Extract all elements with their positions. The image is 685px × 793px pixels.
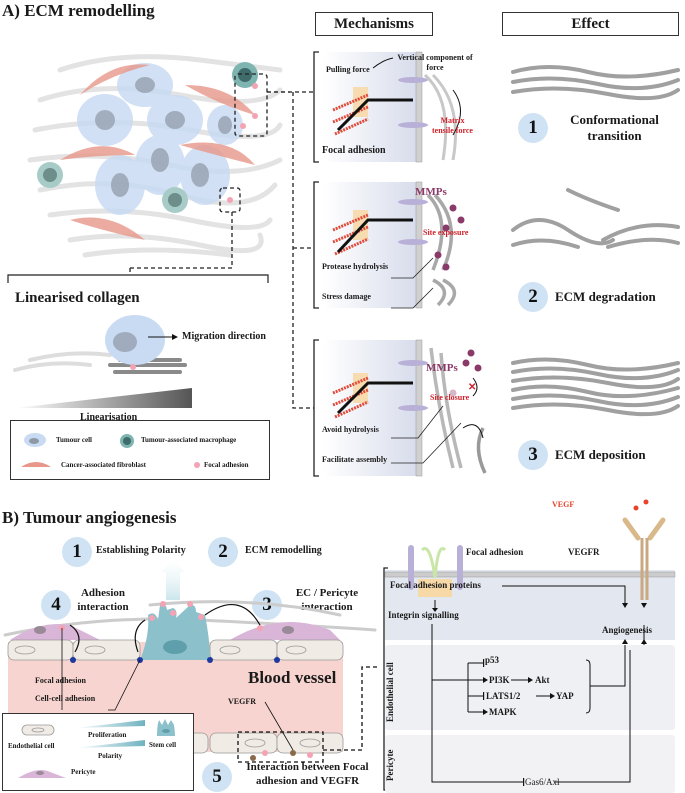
effect-label-1: Conformational transition — [570, 112, 659, 143]
migration-direction-label: Migration direction — [182, 331, 266, 342]
effect-badge-2: 2 — [518, 282, 548, 312]
panel-a-legend: Tumour cell Tumour-associated macrophage… — [10, 420, 270, 480]
legend-stem-cell: Stem cell — [149, 741, 177, 749]
pathway-vegfr-label: VEGFR — [568, 547, 600, 557]
legend-tumour-cell: Tumour cell — [56, 436, 92, 444]
endothelial-cell-region-label: Endothelial cell — [385, 662, 395, 723]
tumour-microenvironment-illustration — [27, 54, 290, 269]
linearised-collagen-illustration — [13, 315, 192, 408]
mmps-label-2: MMPs — [415, 186, 447, 198]
site-closure-label: Site closure — [430, 393, 470, 402]
gas6-axl-label: Gas6/Axl — [525, 777, 560, 787]
effect-header: Effect — [502, 12, 679, 36]
focal-adhesion-label: Focal adhesion — [322, 145, 386, 156]
step-badge-1: 1 — [62, 537, 92, 567]
legend-pericyte: Pericyte — [71, 768, 96, 776]
effect-label-2: ECM degradation — [555, 289, 656, 304]
facilitate-assembly-label: Facilitate assembly — [322, 455, 388, 464]
svg-text:✕: ✕ — [468, 382, 476, 393]
cancer-associated-fibroblast — [60, 64, 255, 240]
collagen-aligned-illustration — [511, 65, 680, 101]
linearisation-label: Linearisation — [80, 412, 138, 423]
site-exposure-label: Site exposure — [423, 228, 469, 237]
focal-adhesion-vessel-label: Focal adhesion — [35, 676, 86, 685]
step-badge-4: 4 — [41, 590, 71, 620]
collagen-deposited-illustration — [511, 357, 680, 417]
mechanism-1-illustration — [313, 51, 461, 163]
lats-label: LATS1/2 — [486, 691, 521, 701]
mechanism-3-illustration: ✕ — [313, 339, 487, 477]
blood-vessel-label: Blood vessel — [248, 668, 337, 687]
mechanisms-header: Mechanisms — [315, 12, 433, 36]
pi3k-label: PI3K — [489, 675, 510, 685]
step-badge-2: 2 — [208, 537, 238, 567]
cell-cell-adhesion-label: Cell-cell adhesion — [35, 694, 96, 703]
collagen-degraded-illustration — [511, 188, 680, 249]
step-label-2: ECM remodelling — [245, 545, 322, 556]
vertical-component-label: Vertical component of force — [397, 53, 473, 72]
integrin-signalling-label: Integrin signalling — [388, 610, 459, 620]
effect-badge-1: 1 — [518, 113, 548, 143]
mapk-label: MAPK — [489, 707, 517, 717]
fa-proteins-label: Focal adhesion proteins — [390, 580, 481, 590]
akt-label: Akt — [535, 675, 550, 685]
vegf-label: VEGF — [552, 500, 575, 509]
stress-damage-label: Stress damage — [322, 292, 371, 301]
legend-fibroblast: Cancer-associated fibroblast — [61, 461, 146, 469]
step-badge-5: 5 — [202, 762, 232, 792]
mechanism-2-illustration — [313, 181, 465, 309]
pericyte-region-label: Pericyte — [385, 749, 395, 781]
step-label-5: Interaction between Focal adhesion and V… — [246, 761, 369, 787]
avoid-hydrolysis-label: Avoid hydrolysis — [322, 425, 379, 434]
step-label-4: Adhesion interaction — [77, 587, 129, 613]
yap-label: YAP — [556, 691, 574, 701]
step-label-3: EC / Pericyte interaction — [295, 587, 359, 613]
panel-b-title: B) Tumour angiogenesis — [2, 508, 177, 527]
mmps-label-3: MMPs — [426, 362, 458, 374]
legend-proliferation: Proliferation — [88, 731, 127, 739]
effect-label-3: ECM deposition — [555, 447, 646, 462]
matrix-tensile-force-label: Matrix tensile force — [432, 116, 473, 135]
pathway-focal-adhesion-label: Focal adhesion — [466, 547, 524, 557]
protease-hydrolysis-label: Protease hydrolysis — [322, 262, 389, 271]
step-label-1: Establishing Polarity — [96, 545, 186, 556]
focal-adhesion-dots — [227, 83, 258, 203]
legend-focal-adhesion: Focal adhesion — [204, 461, 249, 469]
pulling-force-label: Pulling force — [326, 65, 370, 74]
tumour-associated-macrophage — [37, 62, 258, 213]
migration-arrow — [148, 334, 178, 340]
vegfr-vessel-label: VEGFR — [228, 697, 256, 706]
effect-badge-3: 3 — [518, 440, 548, 470]
linearised-collagen-title: Linearised collagen — [15, 290, 140, 306]
panel-a-title: A) ECM remodelling — [2, 1, 155, 20]
legend-macrophage: Tumour-associated macrophage — [141, 436, 237, 444]
legend-endothelial-cell: Endothelial cell — [8, 742, 55, 750]
signalling-pathway-diagram — [383, 499, 676, 793]
blood-vessel-illustration — [3, 560, 378, 763]
p53-label: p53 — [485, 655, 500, 665]
legend-polarity: Polarity — [98, 752, 123, 760]
angiogenesis-label: Angiogenesis — [602, 625, 653, 635]
panel-b-legend: Endothelial cell Proliferation Polarity … — [2, 713, 194, 791]
connector-lines — [7, 91, 314, 409]
